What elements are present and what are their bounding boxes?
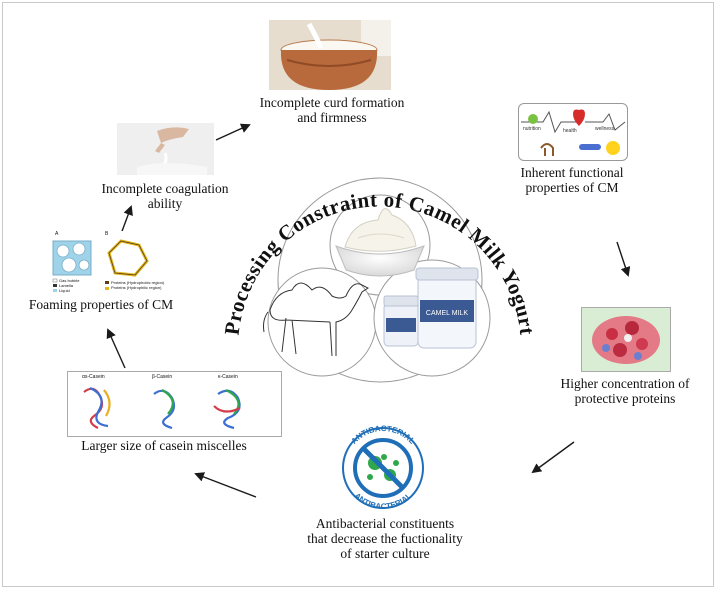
functional-label: Inherent functional properties of CM xyxy=(520,165,624,195)
protein-cluster-image xyxy=(581,307,671,372)
smiley-icon xyxy=(606,141,620,155)
antibacterial-badge-icon: ANTIBACTERIAL ANTIBACTERIAL xyxy=(330,425,436,511)
foaming-label: Foaming properties of CM xyxy=(28,297,174,312)
coagulation-hand-image xyxy=(117,123,214,175)
arrow-coagulation-to-curd xyxy=(215,123,251,141)
coagulation-label: Incomplete coagulation ability xyxy=(101,181,229,211)
svg-text:CAMEL MILK: CAMEL MILK xyxy=(426,310,468,317)
camel-icon xyxy=(263,282,369,357)
arrow-casein-to-foaming xyxy=(106,328,126,369)
apple-icon xyxy=(528,114,538,124)
proteins-label: Higher concentration of protective prote… xyxy=(560,376,690,406)
arrow-proteins-to-antibacterial xyxy=(531,441,575,474)
casein-label: Larger size of casein miscelles xyxy=(81,438,247,453)
yogurt-bowl-icon xyxy=(335,208,425,277)
arrow-functional-to-proteins xyxy=(616,241,631,277)
camel-small-icon xyxy=(540,143,554,156)
casein-structures-image: αs-Casein β-Casein κ-Casein xyxy=(67,371,282,437)
heart-icon xyxy=(573,109,585,126)
curd-label: Incomplete curd formation and firmness xyxy=(259,95,405,125)
camel-milk-jars-icon: CAMEL MILK xyxy=(383,267,479,349)
center-circle xyxy=(277,177,483,383)
syringe-icon xyxy=(579,144,601,150)
foam-structure-image: A B Gas bubble Lamella Liquid Proteins (… xyxy=(47,231,170,293)
curd-pot-image xyxy=(269,20,391,90)
health-icons-panel: nutrition health wellness xyxy=(518,103,628,161)
arrow-antibacterial-to-casein xyxy=(194,472,257,498)
antibacterial-label: Antibacterial constituents that decrease… xyxy=(307,516,463,561)
